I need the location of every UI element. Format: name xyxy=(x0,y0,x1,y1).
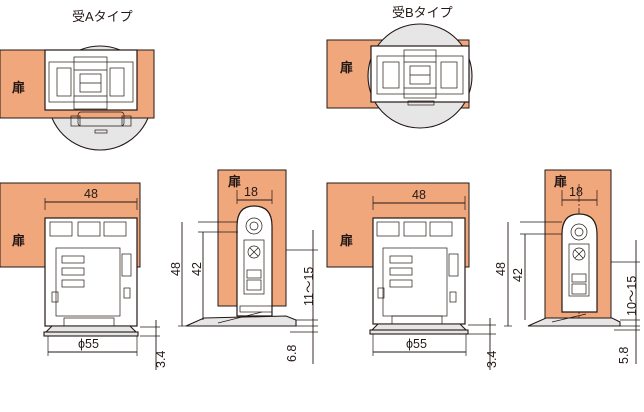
type-b-top-stopper-body xyxy=(370,45,470,103)
type-b-side-stopper-body xyxy=(561,213,598,313)
type-a-base-height: 3.4 xyxy=(154,351,168,368)
type-b-front-stopper-body xyxy=(372,217,466,325)
type-a-gap-range: 11〜15 xyxy=(302,267,316,306)
type-a-top-door-label: 扉 xyxy=(12,80,25,95)
type-b-title: 受Bタイプ xyxy=(392,5,453,20)
type-a-width-dimension: 48 xyxy=(84,187,98,201)
type-a-side-width: 18 xyxy=(244,185,258,199)
type-a-front-door-label: 扉 xyxy=(12,233,25,248)
type-b-side-height-48: 48 xyxy=(494,262,508,276)
type-a-receiver-height: 6.8 xyxy=(285,345,299,362)
type-b-front-view: 扉 48 ϕ55 3.4 xyxy=(326,182,499,370)
type-a-front-view: 扉 48 ϕ55 3.4 xyxy=(0,182,168,370)
type-a-front-stopper-body xyxy=(44,217,138,327)
type-b-front-door-label: 扉 xyxy=(340,233,353,248)
type-a-top-stopper-body xyxy=(44,49,138,111)
type-a-side-height-42: 42 xyxy=(190,262,204,276)
type-b-side-door-label: 扉 xyxy=(554,174,567,189)
type-b-receiver-height: 5.8 xyxy=(617,347,631,364)
type-b-top-view: 受Bタイプ 扉 xyxy=(326,5,473,129)
type-a-side-stopper-body xyxy=(236,205,273,317)
type-b-side-width: 18 xyxy=(569,185,583,199)
type-b-base-height: 3.4 xyxy=(485,351,499,368)
type-a-side-view: 扉 18 48 42 11〜15 6.8 xyxy=(169,169,318,364)
type-a-side-height-48: 48 xyxy=(169,262,183,276)
type-a-base-diameter: ϕ55 xyxy=(78,337,99,351)
type-b-side-height-42: 42 xyxy=(511,268,525,282)
type-b-side-view: 扉 18 48 42 10〜15 5.8 xyxy=(494,169,640,364)
type-a-side-door-label: 扉 xyxy=(228,174,241,189)
type-b-top-door-label: 扉 xyxy=(340,60,353,75)
type-b-width-dimension: 48 xyxy=(412,188,426,202)
type-a-title: 受Aタイプ xyxy=(72,9,133,24)
type-b-gap-range: 10〜15 xyxy=(625,276,639,316)
type-b-base-diameter: ϕ55 xyxy=(406,337,427,351)
type-a-top-view: 受Aタイプ 扉 xyxy=(0,9,155,151)
